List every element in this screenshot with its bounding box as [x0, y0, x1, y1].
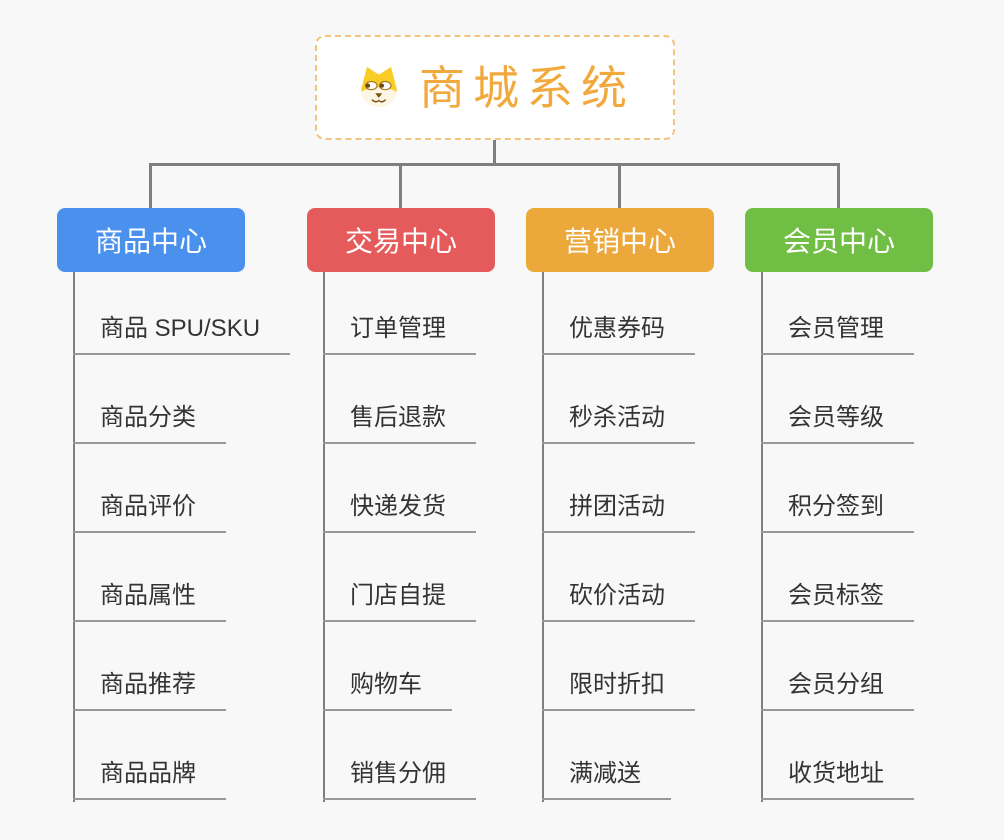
branch-header-marketing[interactable]: 营销中心 — [526, 208, 714, 272]
branch-rail-3 — [542, 270, 544, 802]
connector-drop-4 — [837, 163, 840, 208]
connector-horizontal-rail — [150, 163, 839, 166]
leaf-node[interactable]: 会员分组 — [761, 671, 914, 711]
leaf-node[interactable]: 积分签到 — [761, 493, 914, 533]
branch-rail-2 — [323, 270, 325, 802]
connector-drop-2 — [399, 163, 402, 208]
leaf-node[interactable]: 收货地址 — [761, 760, 914, 800]
leaf-node[interactable]: 砍价活动 — [542, 582, 695, 622]
leaf-node[interactable]: 订单管理 — [323, 315, 476, 355]
leaf-node[interactable]: 快递发货 — [323, 493, 476, 533]
leaf-node[interactable]: 拼团活动 — [542, 493, 695, 533]
leaf-node[interactable]: 购物车 — [323, 671, 452, 711]
branch-header-trade[interactable]: 交易中心 — [307, 208, 495, 272]
leaf-node[interactable]: 满减送 — [542, 760, 671, 800]
root-title: 商城系统 — [419, 61, 635, 114]
leaf-node[interactable]: 会员等级 — [761, 404, 914, 444]
connector-drop-3 — [618, 163, 621, 208]
leaf-node[interactable]: 商品属性 — [73, 582, 226, 622]
branch-rail-1 — [73, 270, 75, 802]
branch-rail-4 — [761, 270, 763, 802]
leaf-node[interactable]: 商品评价 — [73, 493, 226, 533]
leaf-node[interactable]: 限时折扣 — [542, 671, 695, 711]
leaf-node[interactable]: 商品推荐 — [73, 671, 226, 711]
leaf-node[interactable]: 商品 SPU/SKU — [73, 315, 291, 355]
leaf-node[interactable]: 商品品牌 — [73, 760, 226, 800]
root-node[interactable]: 商城系统 — [315, 35, 675, 140]
leaf-node[interactable]: 优惠券码 — [542, 315, 695, 355]
branch-header-product[interactable]: 商品中心 — [57, 208, 245, 272]
leaf-node[interactable]: 售后退款 — [323, 404, 476, 444]
leaf-node[interactable]: 会员管理 — [761, 315, 914, 355]
leaf-node[interactable]: 会员标签 — [761, 582, 914, 622]
dog-face-icon — [355, 64, 403, 112]
leaf-node[interactable]: 销售分佣 — [323, 760, 476, 800]
connector-root-stem — [493, 140, 496, 166]
leaf-node[interactable]: 商品分类 — [73, 404, 226, 444]
connector-drop-1 — [149, 163, 152, 208]
leaf-node[interactable]: 门店自提 — [323, 582, 476, 622]
branch-header-member[interactable]: 会员中心 — [745, 208, 933, 272]
leaf-node[interactable]: 秒杀活动 — [542, 404, 695, 444]
